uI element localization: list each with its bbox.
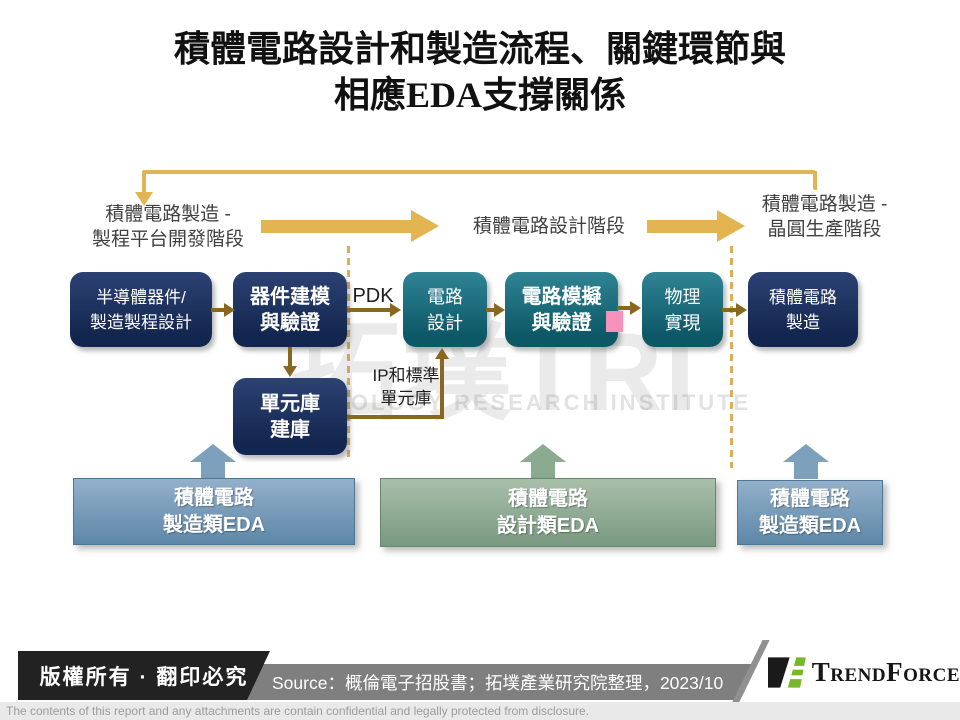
eda-left-up-arrow-icon: [190, 444, 236, 462]
stage-label-left-line2: 製程平台開發階段: [91, 229, 244, 250]
eda-box-manufacturing-right: 積體電路 製造類EDA: [737, 480, 883, 545]
connector-5-6-stem: [722, 308, 737, 312]
flow-box-circuit-simulation-verification: 電路模擬 與驗證: [505, 272, 618, 347]
connector-1-2-stem: [211, 308, 225, 312]
flow-box3-line2: 設計: [427, 312, 463, 333]
eda-left-up-arrow-stem: [201, 461, 225, 479]
disclaimer-strip: The contents of this report and any atta…: [0, 702, 960, 720]
copyright-banner: 版權所有 · 翻印必究: [18, 651, 270, 700]
flow-box5-line1: 物理: [664, 286, 701, 307]
flow-box4-line1: 電路模擬: [521, 285, 602, 308]
connector-2-7-stem: [288, 347, 292, 367]
flow-box-circuit-design: 電路 設計: [403, 272, 487, 347]
feedback-loop-line-right-end: [813, 171, 817, 190]
ip-label-line2: 單元庫: [380, 389, 432, 408]
page-title-line1: 積體電路設計和製造流程、關鍵環節與: [173, 29, 786, 69]
flow-box-cell-library-building: 單元庫 建庫: [233, 378, 347, 455]
ip-label-line1: IP和標準: [372, 366, 440, 385]
stage-arrow-1-head-icon: [411, 210, 439, 242]
flow-box-semiconductor-process-design: 半導體器件/ 製造製程設計: [70, 272, 212, 347]
eda-right-line1: 積體電路: [770, 487, 850, 510]
eda-right-up-arrow-stem: [794, 461, 818, 479]
connector-1-2-arrowhead-icon: [224, 303, 235, 317]
flow-box5-line2: 實現: [664, 312, 701, 333]
connector-5-6-arrowhead-icon: [736, 303, 747, 317]
stage-label-design: 積體電路設計階段: [458, 214, 640, 239]
copyright-text: 版權所有 · 翻印必究: [39, 665, 249, 689]
eda-middle-up-arrow-stem: [531, 461, 555, 479]
feedback-loop-arrowhead-icon: [135, 192, 153, 206]
flow-box2-line1: 器件建模: [250, 285, 330, 308]
flow-box2-line2: 與驗證: [260, 311, 320, 334]
page-title-line2: 相應EDA支撐關係: [333, 75, 626, 115]
stage-label-right-line2: 晶圓生產階段: [767, 219, 882, 240]
stage-label-right-line1: 積體電路製造 -: [761, 194, 888, 215]
flow-box-device-modeling-verification: 器件建模 與驗證: [233, 272, 347, 347]
flow-box1-line1: 半導體器件/: [96, 287, 186, 307]
flow-box1-line2: 製造製程設計: [90, 312, 192, 332]
eda-left-line1: 積體電路: [174, 486, 254, 509]
connector-2-7-arrowhead-icon: [283, 366, 297, 377]
watermark-subtitle: TOPOLOGY RESEARCH INSTITUTE: [297, 390, 752, 415]
disclaimer-text: The contents of this report and any atta…: [6, 704, 589, 718]
eda-right-up-arrow-icon: [783, 444, 829, 462]
brand-panel: TrendForce: [742, 639, 960, 705]
connector-3-4-arrowhead-icon: [494, 303, 505, 317]
eda-middle-line1: 積體電路: [508, 487, 588, 510]
stage-divider-dashed-right: [730, 246, 733, 468]
source-text: Source：概倫電子招股書；拓墣產業研究院整理，2023/10: [272, 672, 724, 693]
eda-middle-up-arrow-icon: [520, 444, 566, 462]
flow-box7-line1: 單元庫: [260, 392, 320, 415]
eda-right-line2: 製造類EDA: [758, 514, 862, 537]
ip-standard-cell-label: IP和標準 單元庫: [358, 364, 454, 410]
eda-left-line2: 製造類EDA: [162, 513, 266, 536]
connector-pdk-arrowhead-icon: [390, 303, 401, 317]
flow-box4-line2: 與驗證: [531, 311, 592, 334]
eda-box-design-middle: 積體電路 設計類EDA: [380, 478, 716, 547]
flow-box6-line1: 積體電路: [769, 287, 837, 307]
eda-box-manufacturing-left: 積體電路 製造類EDA: [73, 478, 355, 545]
stage-arrow-1-body: [261, 220, 411, 233]
flow-box-physical-implementation: 物理 實現: [642, 272, 723, 347]
stage-arrow-2-body: [647, 220, 717, 233]
trendforce-logo-icon: [768, 656, 806, 688]
feedback-loop-line-horizontal: [143, 170, 817, 174]
flow-box3-line1: 電路: [427, 286, 463, 307]
flow-box6-line2: 製造: [786, 312, 820, 332]
connector-4-5-arrowhead-icon: [630, 301, 641, 315]
stage-label-middle-line1: 積體電路設計階段: [472, 216, 625, 237]
stage-label-left-line1: 積體電路製造 -: [105, 204, 231, 225]
connector-7-3-arrowhead-icon: [435, 348, 449, 359]
feedback-loop-line-left-end: [142, 171, 146, 193]
watermark-logo-text: 拓墣TRI: [290, 311, 698, 434]
page-title: 積體電路設計和製造流程、關鍵環節與 相應EDA支撐關係: [0, 26, 960, 118]
pdk-label: PDK: [352, 285, 394, 307]
connector-7-3-stem-vertical: [440, 356, 444, 417]
source-bar: Source：概倫電子招股書；拓墣產業研究院整理，2023/10: [240, 664, 755, 700]
connector-3-4-stem: [486, 308, 495, 312]
stage-label-wafer-production: 積體電路製造 - 晶圓生產階段: [742, 192, 907, 242]
trendforce-wordmark: TrendForce: [811, 656, 960, 687]
stage-label-process-platform: 積體電路製造 - 製程平台開發階段: [68, 202, 268, 252]
stage-divider-dashed-left: [347, 246, 350, 462]
connector-4-5-stem: [617, 306, 631, 310]
flow-box-ic-manufacturing: 積體電路 製造: [748, 272, 858, 347]
watermark-pink-mark: [606, 311, 623, 332]
eda-middle-line2: 設計類EDA: [496, 514, 600, 537]
flow-box7-line2: 建庫: [270, 418, 310, 441]
connector-pdk-stem: [347, 308, 391, 312]
stage-arrow-2-head-icon: [717, 210, 745, 242]
connector-7-3-stem-horizontal: [347, 415, 444, 419]
